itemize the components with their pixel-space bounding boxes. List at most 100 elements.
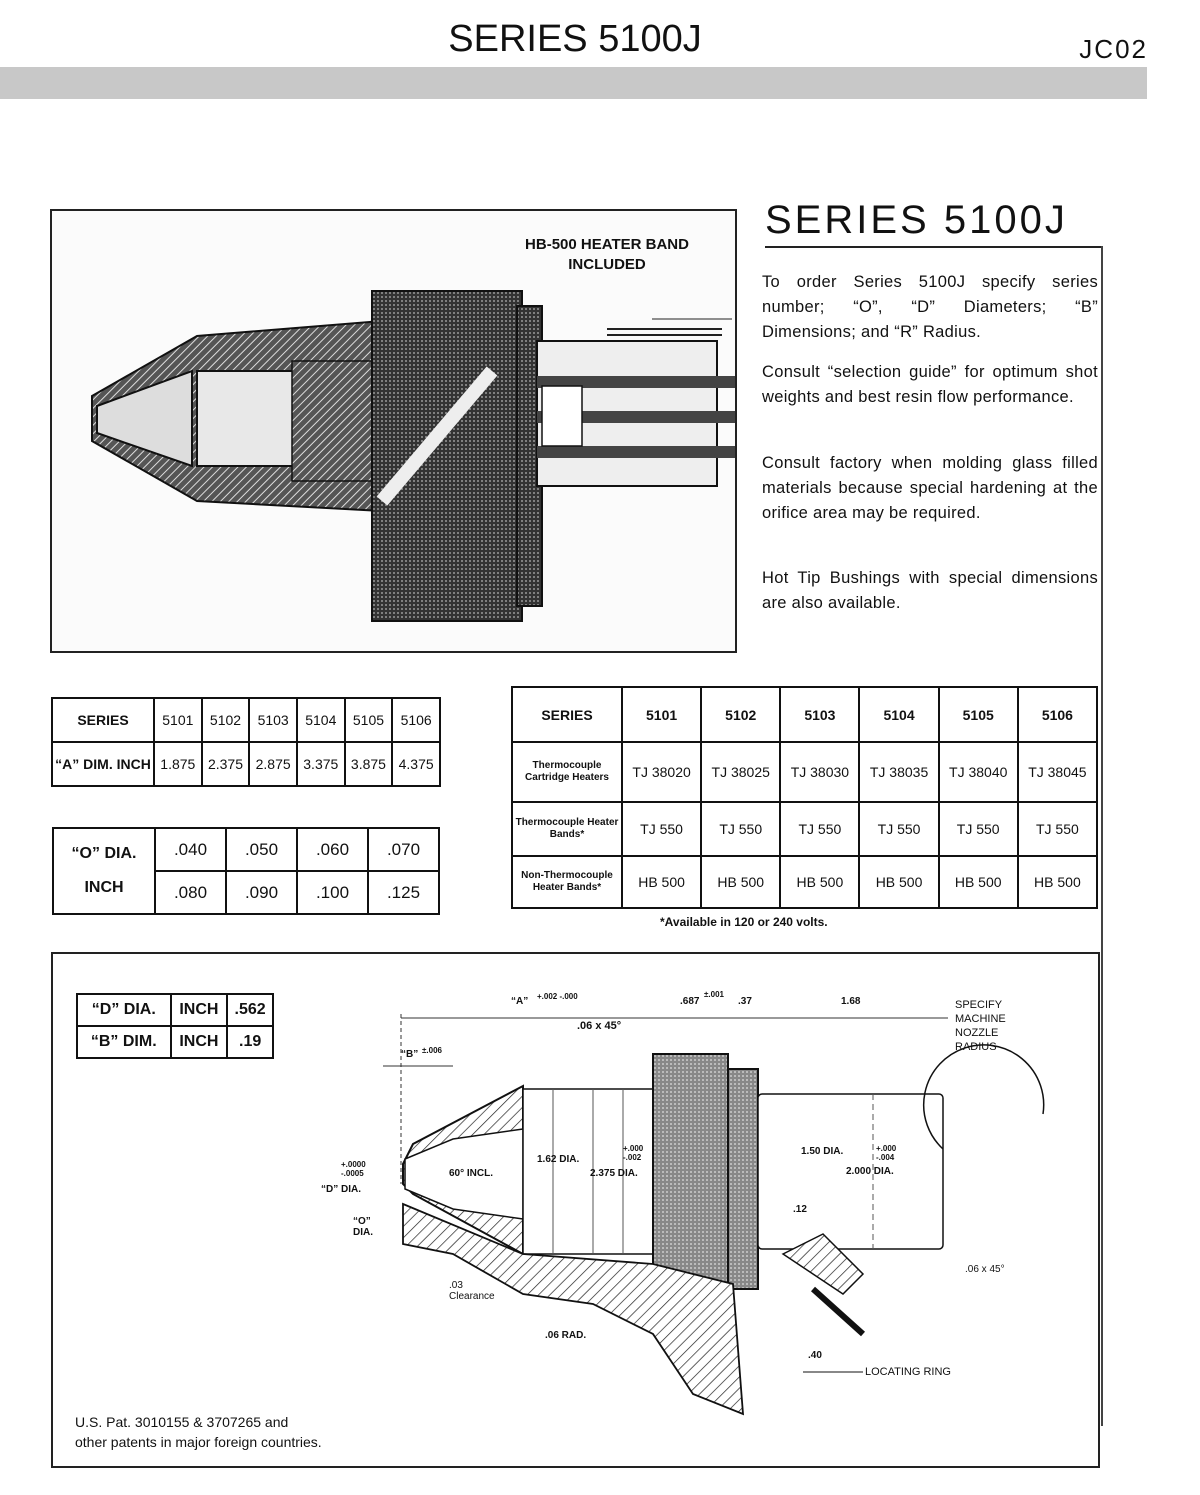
table-header: “O” DIA. INCH [52, 827, 156, 915]
table-cell: TJ 38045 [1016, 741, 1099, 803]
table-cell: .19 [226, 1025, 274, 1059]
table-cell: 5104 [858, 686, 940, 743]
table-cell: HB 500 [700, 855, 782, 909]
table-cell: HB 500 [620, 855, 703, 909]
table-cell: 4.375 [391, 741, 441, 787]
table-row-header: Thermocouple Heater Bands* [511, 801, 623, 857]
table-cell: .050 [225, 827, 298, 872]
caption-line: INCLUDED [568, 256, 646, 273]
description-paragraph: To order Series 5100J specify series num… [762, 273, 1098, 341]
table-cell: 5103 [248, 697, 298, 743]
chamfer-label: .06 x 45° [577, 1020, 622, 1032]
d-b-dimension-table: “D” DIA. INCH .562 “B” DIM. INCH .19 [76, 993, 274, 1059]
dim-tolerance: ±.006 [422, 1046, 442, 1055]
dim-label: 2.000 DIA. [846, 1166, 894, 1177]
dim-label: 1.50 DIA. [801, 1146, 844, 1157]
heater-table: SERIES 5101 5102 5103 5104 5105 5106 The… [511, 686, 1099, 909]
cross-section-drawing [383, 1014, 1045, 1416]
dim-label: 2.375 DIA. [590, 1168, 638, 1179]
series-heading: SERIES 5100J [765, 198, 1068, 242]
table-cell: 5102 [200, 697, 251, 743]
locating-ring-label: LOCATING RING [865, 1366, 951, 1378]
specify-radius-note: SPECIFY MACHINE NOZZLE RADIUS [955, 999, 1006, 1053]
dim-tolerance: +.0000 -.0005 [341, 1160, 366, 1178]
table-cell: .070 [367, 827, 440, 872]
page-title: SERIES 5100J [448, 18, 702, 60]
table-cell: .090 [225, 870, 298, 915]
table-cell: HB 500 [779, 855, 861, 909]
dim-tolerance: +.002 -.000 [537, 992, 578, 1001]
table-cell: .040 [154, 827, 227, 872]
table-cell: 2.375 [200, 741, 251, 787]
patent-note: U.S. Pat. 3010155 & 3707265 and other pa… [75, 1412, 322, 1452]
table-cell: TJ 38025 [700, 741, 782, 803]
table-cell: 5102 [700, 686, 782, 743]
a-dimension-table: SERIES 5101 5102 5103 5104 5105 5106 “A”… [51, 697, 441, 787]
table-header: “A” DIM. INCH [51, 741, 155, 787]
header-bar [0, 67, 1147, 99]
table-cell: 3.875 [343, 741, 394, 787]
table-cell: TJ 550 [937, 801, 1019, 857]
radius-label: .06 RAD. [545, 1330, 587, 1341]
chamfer-label: .06 x 45° [965, 1264, 1005, 1275]
table-cell: TJ 550 [700, 801, 782, 857]
table-cell: .100 [296, 870, 369, 915]
clearance-label: .03 Clearance [449, 1280, 495, 1302]
table-cell: 5101 [153, 697, 203, 743]
table-header: SERIES [51, 697, 155, 743]
dim-label: 1.62 DIA. [537, 1154, 580, 1165]
dim-label: 1.68 [841, 996, 861, 1007]
table-cell: 5106 [1016, 686, 1099, 743]
patent-line: U.S. Pat. 3010155 & 3707265 and [75, 1414, 289, 1430]
dim-label: .37 [738, 996, 752, 1007]
technical-drawing: “A” +.002 -.000 .687 ±.001 .37 1.68 SPEC… [51, 952, 1100, 1468]
divider [1101, 246, 1103, 1426]
table-cell: TJ 38035 [858, 741, 940, 803]
table-cell: .562 [226, 993, 274, 1027]
o-diameter-table: “O” DIA. INCH .040 .050 .060 .070 .080 .… [52, 827, 440, 915]
dim-label: .687 [680, 996, 700, 1007]
dim-tolerance: +.000 -.002 [623, 1144, 644, 1162]
product-photo: HB-500 HEATER BAND INCLUDED [50, 209, 737, 653]
table-cell: TJ 550 [858, 801, 940, 857]
table-cell: TJ 38040 [937, 741, 1019, 803]
description-paragraph: Consult factory when molding glass fille… [762, 454, 1098, 522]
table-cell: .125 [367, 870, 440, 915]
table-cell: TJ 550 [779, 801, 861, 857]
table-cell: TJ 38020 [620, 741, 703, 803]
divider [765, 246, 1101, 248]
table-header: SERIES [511, 686, 623, 743]
dim-label: .40 [808, 1350, 822, 1361]
table-cell: TJ 550 [1016, 801, 1099, 857]
bushing-photo-illustration [91, 290, 735, 622]
table-cell: 5105 [937, 686, 1019, 743]
table-cell: 5104 [295, 697, 346, 743]
table-cell: 2.875 [248, 741, 298, 787]
table-cell: 5103 [779, 686, 861, 743]
table-cell: INCH [169, 993, 229, 1027]
table-cell: 5105 [343, 697, 394, 743]
angle-label: 60° INCL. [449, 1168, 494, 1179]
table-cell: HB 500 [937, 855, 1019, 909]
table-header-line: INCH [84, 879, 124, 896]
table-row-header: “B” DIM. [76, 1025, 172, 1059]
table-row-header: “D” DIA. [76, 993, 172, 1027]
table-row-header: Non-Thermocouple Heater Bands* [511, 855, 623, 909]
page-code: JC02 [1079, 34, 1148, 64]
description-paragraph: Consult “selection guide” for optimum sh… [762, 363, 1098, 406]
dim-label: “O” DIA. [353, 1216, 373, 1238]
table-cell: 3.375 [295, 741, 346, 787]
table-cell: .060 [296, 827, 369, 872]
description-paragraph: Hot Tip Bushings with special dimensions… [762, 569, 1098, 612]
dim-label: “D” DIA. [321, 1184, 361, 1195]
table-cell: TJ 550 [620, 801, 703, 857]
dim-label: .12 [793, 1204, 807, 1215]
table-row-header: Thermocouple Cartridge Heaters [511, 741, 623, 803]
dim-tolerance: +.000 -.004 [876, 1144, 897, 1162]
table-cell: HB 500 [1016, 855, 1099, 909]
table-cell: 5101 [620, 686, 703, 743]
table-cell: INCH [169, 1025, 229, 1059]
photo-caption: HB-500 HEATER BAND INCLUDED [507, 235, 707, 275]
patent-line: other patents in major foreign countries… [75, 1434, 322, 1450]
table-cell: 1.875 [153, 741, 203, 787]
